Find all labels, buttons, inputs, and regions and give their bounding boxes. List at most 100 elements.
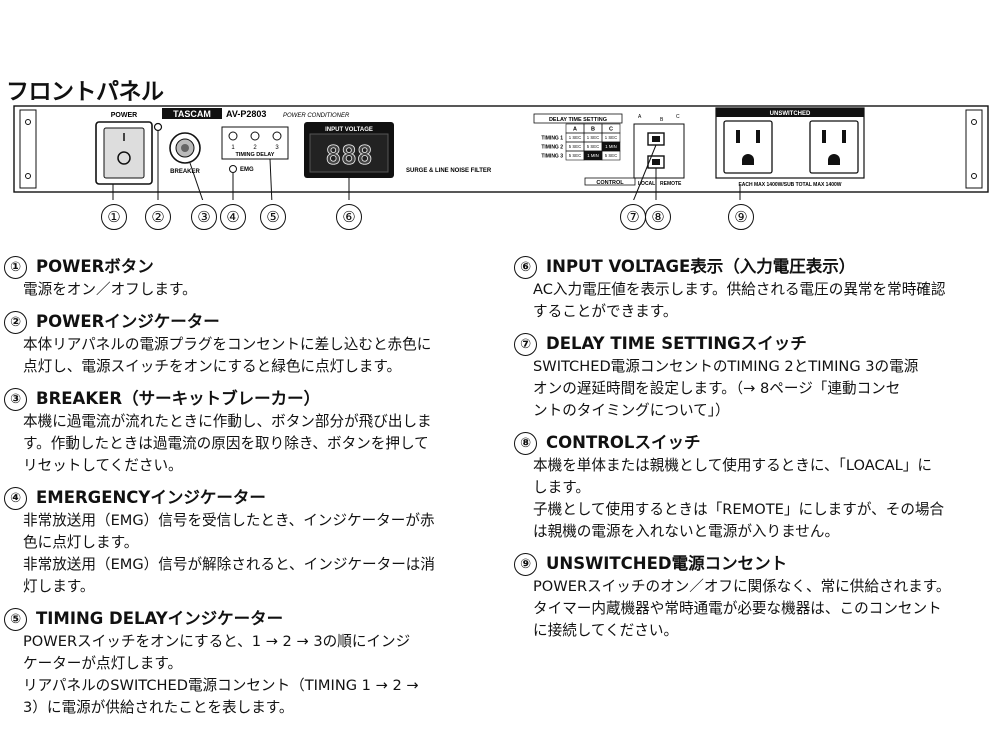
item-body: 本機に過電流が流れたときに作動し、ボタン部分が飛び出します。作動したときは過電流… xyxy=(23,411,474,477)
item-heading: ⑧ CONTROLスイッチ xyxy=(514,431,984,455)
emg-indicator xyxy=(229,165,237,173)
delay-table-cell-box xyxy=(601,150,621,161)
item-body: AC入力電圧値を表示します。供給される電圧の異常を常時確認することができます。 xyxy=(533,279,984,323)
item-number: ⑧ xyxy=(514,432,537,455)
item-body-line: SWITCHED電源コンセントのTIMING 2とTIMING 3の電源 xyxy=(533,358,919,375)
item-body-line: 非常放送用（EMG）信号が解除されると、インジケーターは消 xyxy=(23,556,435,573)
leader-lines xyxy=(112,131,741,200)
item-number: ⑨ xyxy=(514,553,537,576)
item-body-line: 電源をオン／オフします。 xyxy=(23,281,197,298)
unswitched-label: UNSWITCHED xyxy=(770,111,811,117)
local-label: LOCAL xyxy=(638,181,655,187)
delay-table-cell: 1 SEC xyxy=(569,135,581,140)
item-body: POWERスイッチのオン／オフに関係なく、常に供給されます。タイマー内蔵機器や常… xyxy=(533,576,984,642)
item-body: 本体リアパネルの電源プラグをコンセントに差し込むと赤色に点灯し、電源スイッチをオ… xyxy=(23,334,474,378)
item-body-line: AC入力電圧値を表示します。供給される電圧の異常を常時確認 xyxy=(533,281,946,298)
delay-table-col-header: B xyxy=(591,127,595,133)
callout-8: ⑧ xyxy=(645,204,671,230)
timing-number-3: 3 xyxy=(275,145,279,151)
tascam-logo: TASCAM xyxy=(173,109,211,119)
timing-indicator-1 xyxy=(228,131,238,141)
power-indicator xyxy=(153,122,163,132)
item-title: DELAY TIME SETTINGスイッチ xyxy=(546,334,807,353)
delay-table-cell: 1 SEC xyxy=(605,135,617,140)
description-item: ⑦ DELAY TIME SETTINGスイッチ SWITCHED電源コンセントのT… xyxy=(514,332,984,422)
rack-screw-right xyxy=(971,119,977,125)
callout-1: ① xyxy=(101,204,127,230)
item-title: BREAKER（サーキットブレーカー） xyxy=(36,389,321,408)
item-body-line: 3）に電源が供給されたことを表します。 xyxy=(23,699,294,716)
item-body-line: は親機の電源を入れないと電源が入りません。 xyxy=(533,523,840,540)
description-item: ⑧ CONTROLスイッチ本機を単体または親機として使用するときに、「LOACAL… xyxy=(514,431,984,543)
item-title: TIMING DELAYインジケーター xyxy=(36,609,284,628)
timing-indicator-2 xyxy=(250,131,260,141)
item-body-line: リアパネルのSWITCHED電源コンセント（TIMING 1 → 2 → xyxy=(23,677,419,694)
item-body-line: ントのタイミングについて」） xyxy=(533,402,730,419)
item-body-line: オンの遅延時間を設定します。（→ 8ページ「連動コンセ xyxy=(533,380,901,397)
item-number: ② xyxy=(4,311,27,334)
item-heading: ② POWERインジケーター xyxy=(4,310,474,334)
delay-switch-knob xyxy=(652,136,660,142)
item-body: 本機を単体または親機として使用するときに、「LOACAL」にします。子機として使… xyxy=(533,455,984,543)
item-number: ⑦ xyxy=(514,333,537,356)
tascam-logo-box xyxy=(162,108,222,119)
front-panel-illustration: POWER TASCAM AV-P2803 POWER CONDITIONER … xyxy=(13,105,989,200)
item-body-line: に接続してください。 xyxy=(533,622,679,639)
emg-label: EMG xyxy=(240,167,254,173)
input-voltage-label: INPUT VOLTAGE xyxy=(325,127,373,133)
item-title: POWERインジケーター xyxy=(36,312,220,331)
outlet-max-label: EACH MAX 1400W/SUB TOTAL MAX 1400W xyxy=(738,182,841,188)
switch-position-a: A xyxy=(638,114,642,120)
item-title: POWERボタン xyxy=(36,257,154,276)
callout-6: ⑥ xyxy=(336,204,362,230)
rack-ear-right xyxy=(965,109,983,189)
item-body-line: 本機を単体または親機として使用するときに、「LOACAL」に xyxy=(533,457,932,474)
switch-position-b: B xyxy=(660,117,664,123)
power-label: POWER xyxy=(111,112,137,119)
delay-table-cell: 1 MIN xyxy=(587,153,598,158)
timing-indicator-3 xyxy=(272,131,282,141)
callout-2: ② xyxy=(145,204,171,230)
delay-table-row-label: TIMING 3 xyxy=(541,154,563,160)
item-body-line: 子機として使用するときは「REMOTE」にしますが、その場合 xyxy=(533,501,945,518)
item-heading: ④ EMERGENCYインジケーター xyxy=(4,486,474,510)
rack-screw-left-bottom xyxy=(25,173,31,179)
callout-3: ③ xyxy=(191,204,217,230)
item-body-line: します。 xyxy=(533,479,590,496)
item-body-line: リセットしてください。 xyxy=(23,457,183,474)
item-title: INPUT VOLTAGE表示（入力電圧表示） xyxy=(546,257,856,276)
callout-5: ⑤ xyxy=(260,204,286,230)
item-title: CONTROLスイッチ xyxy=(546,433,701,452)
item-body-line: 本機に過電流が流れたときに作動し、ボタン部分が飛び出しま xyxy=(23,413,432,430)
delay-table-row-label: TIMING 1 xyxy=(541,136,563,142)
item-body-line: 本体リアパネルの電源プラグをコンセントに差し込むと赤色に xyxy=(23,336,432,353)
item-body-line: 点灯し、電源スイッチをオンにすると緑色に点灯します。 xyxy=(23,358,402,375)
delay-table-cell: 5 SEC xyxy=(569,153,581,158)
item-number: ④ xyxy=(4,487,27,510)
item-body-line: す。作動したときは過電流の原因を取り除き、ボタンを押して xyxy=(23,435,429,452)
timing-number-2: 2 xyxy=(253,145,257,151)
surge-filter-label: SURGE & LINE NOISE FILTER xyxy=(406,168,492,174)
delay-time-setting-label: DELAY TIME SETTING xyxy=(549,117,607,123)
outlet-right xyxy=(809,120,859,174)
voltage-display: 888 xyxy=(326,141,373,171)
control-switch-knob xyxy=(652,159,660,165)
callout-9: ⑨ xyxy=(728,204,754,230)
item-body-line: POWERスイッチのオン／オフに関係なく、常に供給されます。 xyxy=(533,578,951,595)
delay-table-col-header: C xyxy=(609,127,613,133)
item-body-line: することができます。 xyxy=(533,303,678,320)
callout-4: ④ xyxy=(220,204,246,230)
control-label: CONTROL xyxy=(596,180,624,186)
callout-row: ① ② ③ ④ ⑤ ⑥ ⑦ ⑧ ⑨ xyxy=(0,200,1000,234)
delay-table-cell: 5 SEC xyxy=(605,153,617,158)
outlet-left xyxy=(723,120,773,174)
item-title: EMERGENCYインジケーター xyxy=(36,488,266,507)
